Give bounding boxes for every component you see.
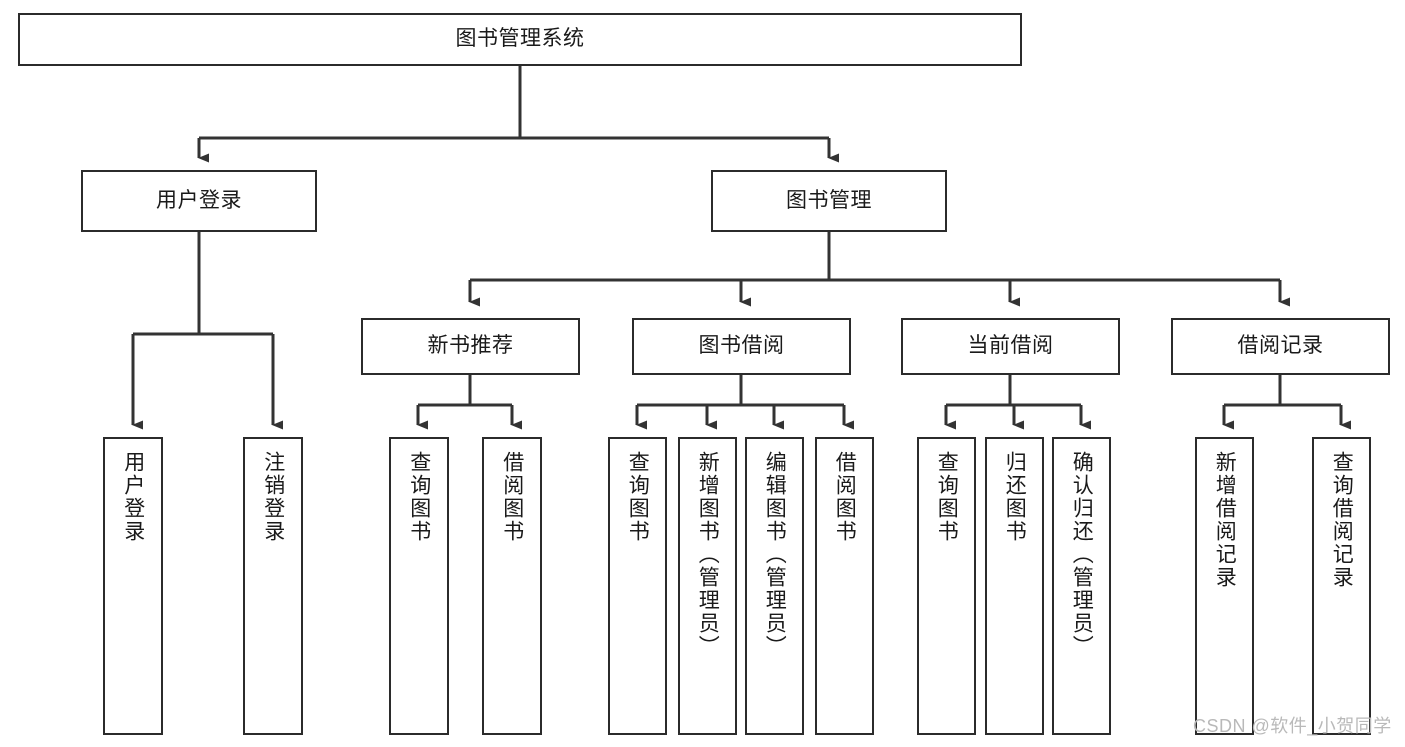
node-leaf-add-record[interactable]: 新增借阅记录: [1195, 437, 1254, 735]
node-leaf-query-book-2-label: 查询图书: [626, 451, 650, 543]
node-leaf-return-book[interactable]: 归还图书: [985, 437, 1044, 735]
node-leaf-edit-book[interactable]: 编辑图书（管理员）: [745, 437, 804, 735]
node-leaf-confirm-return[interactable]: 确认归还（管理员）: [1052, 437, 1111, 735]
node-root-label: 图书管理系统: [455, 27, 585, 51]
node-book-management[interactable]: 图书管理: [711, 170, 947, 232]
node-leaf-query-record[interactable]: 查询借阅记录: [1312, 437, 1371, 735]
node-leaf-add-record-label: 新增借阅记录: [1213, 451, 1237, 589]
node-current-borrow[interactable]: 当前借阅: [901, 318, 1120, 375]
node-root[interactable]: 图书管理系统: [18, 13, 1022, 66]
node-leaf-add-book[interactable]: 新增图书（管理员）: [678, 437, 737, 735]
node-leaf-borrow-book-2-label: 借阅图书: [833, 451, 857, 543]
node-leaf-query-book-3[interactable]: 查询图书: [917, 437, 976, 735]
node-leaf-borrow-book-1[interactable]: 借阅图书: [482, 437, 542, 735]
node-user-login-label: 用户登录: [156, 188, 242, 212]
node-leaf-query-book-3-label: 查询图书: [935, 451, 959, 543]
node-leaf-user-logout-label: 注销登录: [261, 451, 285, 543]
node-leaf-confirm-return-label: 确认归还（管理员）: [1070, 451, 1094, 658]
node-leaf-query-book-1[interactable]: 查询图书: [389, 437, 449, 735]
node-leaf-user-login[interactable]: 用户登录: [103, 437, 163, 735]
node-leaf-query-record-label: 查询借阅记录: [1330, 451, 1354, 589]
node-leaf-return-book-label: 归还图书: [1003, 451, 1027, 543]
node-leaf-borrow-book-2[interactable]: 借阅图书: [815, 437, 874, 735]
node-book-borrow-label: 图书借阅: [698, 334, 785, 358]
node-book-borrow[interactable]: 图书借阅: [632, 318, 851, 375]
node-new-book-recommend-label: 新书推荐: [427, 334, 514, 358]
node-borrow-record[interactable]: 借阅记录: [1171, 318, 1390, 375]
node-leaf-borrow-book-1-label: 借阅图书: [500, 451, 524, 543]
node-leaf-query-book-2[interactable]: 查询图书: [608, 437, 667, 735]
node-book-management-label: 图书管理: [786, 188, 872, 212]
node-leaf-user-logout[interactable]: 注销登录: [243, 437, 303, 735]
node-borrow-record-label: 借阅记录: [1237, 334, 1324, 358]
node-new-book-recommend[interactable]: 新书推荐: [361, 318, 580, 375]
node-leaf-user-login-label: 用户登录: [121, 451, 145, 543]
csdn-watermark: CSDN @软件_小贺同学: [1193, 716, 1392, 736]
node-leaf-edit-book-label: 编辑图书（管理员）: [763, 451, 787, 658]
node-user-login[interactable]: 用户登录: [81, 170, 317, 232]
node-leaf-query-book-1-label: 查询图书: [407, 451, 431, 543]
node-leaf-add-book-label: 新增图书（管理员）: [696, 451, 720, 658]
node-current-borrow-label: 当前借阅: [967, 334, 1054, 358]
